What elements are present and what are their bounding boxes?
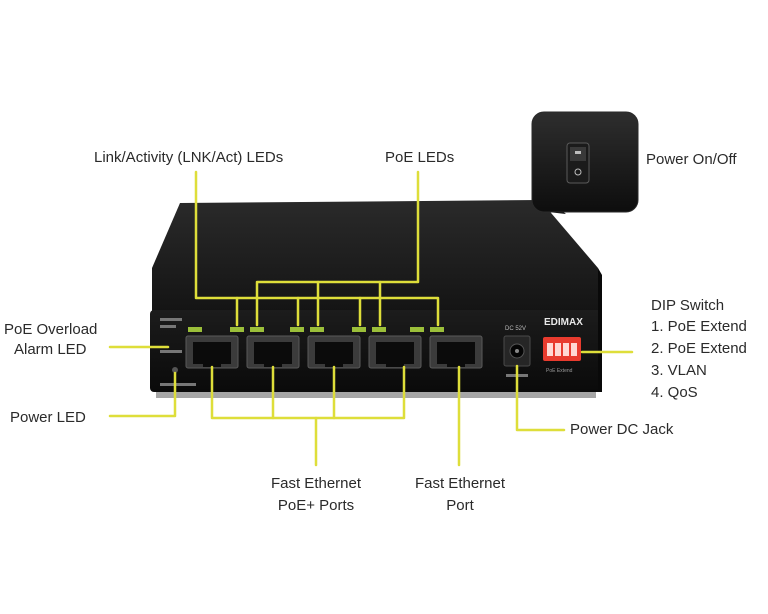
switch-device: DC 52V EDIMAX PoE Extend: [150, 200, 602, 398]
poe-port-2[interactable]: [246, 335, 300, 369]
dip-option: 1. PoE Extend: [651, 318, 747, 335]
poe-port-4[interactable]: [368, 335, 422, 369]
power-led-indicator: [172, 367, 178, 373]
label-fast-ethernet-port: Fast Ethernet Port: [402, 474, 518, 516]
led: [430, 327, 444, 332]
callout-lines: [108, 170, 634, 467]
led: [290, 327, 304, 332]
label-poe-leds: PoE LEDs: [385, 149, 455, 166]
dc-jack-callout: [515, 364, 566, 432]
dc-jack[interactable]: [503, 335, 531, 367]
label-power-on-off: Power On/Off: [646, 151, 737, 168]
dip-switch-options: 1. PoE Extend 2. PoE Extend 3. VLAN 4. Q…: [651, 316, 747, 404]
led: [230, 327, 244, 332]
label-dip-switch: DIP Switch 1. PoE Extend 2. PoE Extend 3…: [651, 296, 747, 404]
label-link-activity-leds: Link/Activity (LNK/Act) LEDs: [94, 149, 284, 166]
led: [310, 327, 324, 332]
poe-leds-callout: [255, 170, 420, 327]
poe-port-3[interactable]: [307, 335, 361, 369]
label-power-led: Power LED: [10, 409, 86, 426]
led-strip: [188, 327, 444, 332]
rj45-ports: [185, 335, 483, 369]
led: [372, 327, 386, 332]
label-power-dc-jack: Power DC Jack: [570, 421, 674, 438]
label-poe-overload-line2: Alarm LED: [14, 341, 87, 358]
label-fast-poe-line1: Fast Ethernet: [270, 475, 362, 492]
device-base-shadow: [156, 392, 596, 398]
label-fast-ethernet-poe-ports: Fast Ethernet PoE+ Ports: [258, 474, 374, 516]
label-poe-overload-line1: PoE Overload: [4, 321, 98, 338]
label-fast-port-line1: Fast Ethernet: [414, 475, 506, 492]
dip-panel-label: PoE Extend: [546, 368, 573, 374]
poe-ports-callout: [210, 365, 406, 420]
dip-option: 4. QoS: [651, 384, 698, 401]
dip-option: 3. VLAN: [651, 362, 707, 379]
label-fast-port-line2: Port: [446, 497, 474, 514]
led: [352, 327, 366, 332]
power-switch-zoom: [531, 111, 639, 214]
power-led-callout: [108, 371, 177, 418]
label-fast-poe-line2: PoE+ Ports: [277, 497, 355, 514]
dip-option: 2. PoE Extend: [651, 340, 747, 357]
poe-port-1[interactable]: [185, 335, 239, 369]
uplink-port[interactable]: [429, 335, 483, 369]
device-top: [152, 200, 598, 322]
led: [250, 327, 264, 332]
device-side: [598, 268, 602, 392]
led: [410, 327, 424, 332]
dc-jack-rating: DC 52V: [505, 326, 526, 332]
dip-switch-title: DIP Switch: [651, 297, 725, 314]
dip-switch[interactable]: [543, 337, 581, 361]
label-poe-overload-alarm-led: PoE Overload Alarm LED: [0, 320, 97, 360]
brand-logo: EDIMAX: [544, 317, 583, 328]
led: [188, 327, 202, 332]
